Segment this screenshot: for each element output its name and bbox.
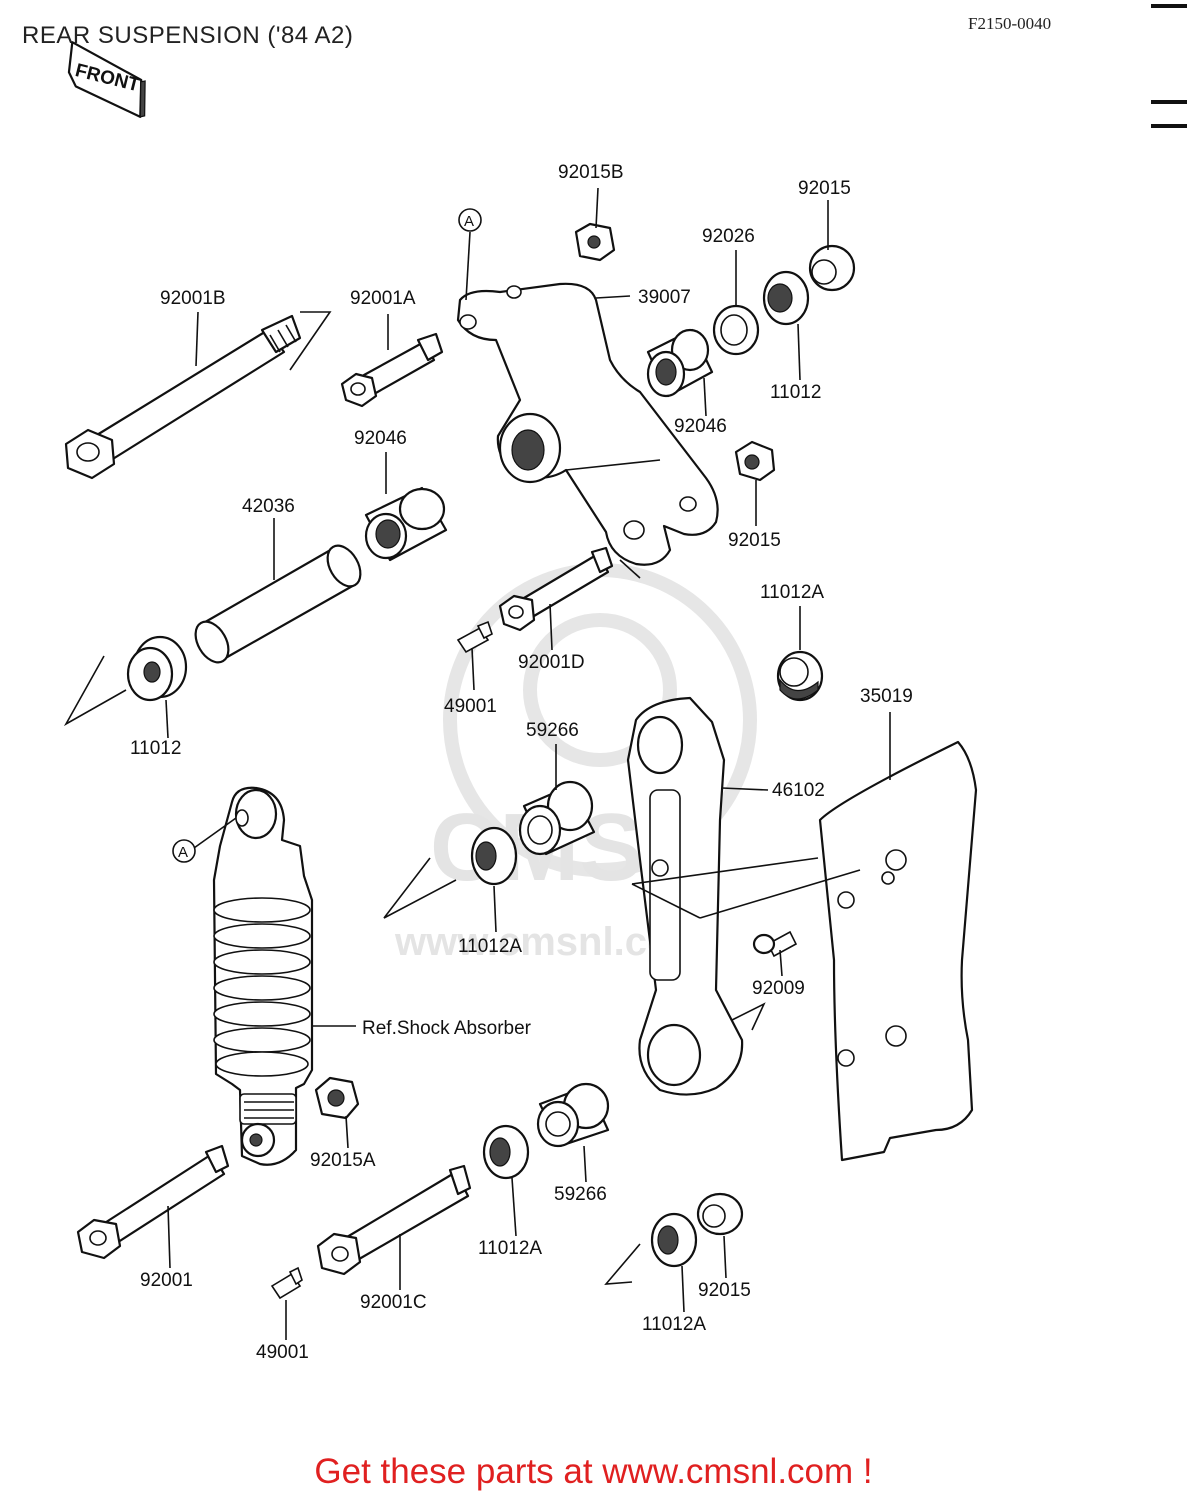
callout-92001b[interactable]: 92001B [160,288,226,309]
edge-mark-top [1151,4,1187,36]
callout-92009[interactable]: 92009 [752,978,805,999]
callout-92001c[interactable]: 92001C [360,1292,427,1313]
part-11012-seal-top[interactable] [762,270,810,326]
part-shock-absorber[interactable] [212,786,314,1166]
callout-92046-left[interactable]: 92046 [354,428,407,449]
part-92001c-bolt[interactable] [316,1164,472,1276]
part-92001a-bolt[interactable] [340,332,444,408]
part-92015-nut-bottom[interactable] [696,1192,744,1236]
callout-11012a-upper[interactable]: 11012A [760,582,824,603]
callout-ref-shock-absorber[interactable]: Ref.Shock Absorber [362,1018,532,1039]
part-59266-collar-lower[interactable] [536,1082,610,1148]
callout-92046-right[interactable]: 92046 [674,416,727,437]
part-35019-guard[interactable] [631,740,978,1162]
part-11012a-seal-lower[interactable] [482,1124,530,1180]
callout-59266-lower[interactable]: 59266 [554,1184,607,1205]
part-92009-screw[interactable] [752,930,798,958]
part-callout-labels: 92015B 92015 92026 39007 92001B 92001A 1… [130,162,913,1363]
callout-92026[interactable]: 92026 [702,226,755,247]
callout-11012a-lower[interactable]: 11012A [478,1238,542,1259]
shock-spring-coils [213,897,311,1077]
callout-49001-bottom[interactable]: 49001 [256,1342,309,1363]
callout-92001d[interactable]: 92001D [518,652,585,673]
diagram-code: F2150-0040 [968,14,1052,33]
part-59266-collar-upper[interactable] [518,780,596,856]
callout-11012a-bottom[interactable]: 11012A [642,1314,706,1335]
part-46102-tie-rod[interactable] [626,696,744,1096]
footer-promo-link[interactable]: Get these parts at www.cmsnl.com ! [314,1452,873,1491]
part-92001-bolt-lower[interactable] [76,1144,230,1260]
callout-92015a[interactable]: 92015A [310,1150,376,1171]
part-92015-nut-mid[interactable] [734,440,776,482]
callout-42036[interactable]: 42036 [242,496,295,517]
part-11012a-seal-upper[interactable] [776,650,824,702]
callout-11012-left[interactable]: 11012 [130,738,181,759]
part-92001b-bolt[interactable] [64,314,302,480]
part-11012-seal-left[interactable] [126,635,188,702]
callout-49001-top[interactable]: 49001 [444,696,497,717]
callout-92015-mid[interactable]: 92015 [728,530,781,551]
callout-11012-top[interactable]: 11012 [770,382,821,403]
front-direction-arrow: FRONT [67,41,146,118]
ref-marker-a-top: A [458,208,482,232]
part-92046-bearing-right[interactable] [646,328,714,398]
callout-46102[interactable]: 46102 [772,780,825,801]
part-92015a-nut[interactable] [314,1076,360,1120]
callout-35019[interactable]: 35019 [860,686,913,707]
edge-mark-low [1151,124,1187,128]
ref-marker-a-shock-text: A [178,844,188,861]
callout-11012a-middle[interactable]: 11012A [458,936,522,957]
leader-lines [63,187,891,1340]
callout-59266-upper[interactable]: 59266 [526,720,579,741]
callout-92001[interactable]: 92001 [140,1270,193,1291]
part-92015b-nut[interactable] [574,222,616,262]
part-92026-ring[interactable] [712,304,760,356]
callout-92001a[interactable]: 92001A [350,288,416,309]
part-92001d-bolt[interactable] [498,546,614,632]
part-92015-nut-top[interactable] [808,244,856,292]
edge-mark-mid [1151,100,1187,104]
part-49001-nipple-top[interactable] [456,620,493,654]
part-11012a-seal-middle[interactable] [470,826,518,886]
callout-92015-top[interactable]: 92015 [798,178,851,199]
callout-92015-bottom[interactable]: 92015 [698,1280,751,1301]
part-92046-bearing-left[interactable] [364,486,448,562]
callout-92015b[interactable]: 92015B [558,162,624,183]
callout-39007[interactable]: 39007 [638,287,691,308]
ref-marker-a-shock: A [172,839,196,863]
part-39007-rocker-arm[interactable] [456,282,719,566]
part-49001-nipple-bottom[interactable] [270,1266,303,1300]
ref-marker-a-top-text: A [464,213,474,230]
part-11012a-seal-bottom[interactable] [650,1212,698,1268]
part-42036-collar[interactable] [189,540,367,668]
